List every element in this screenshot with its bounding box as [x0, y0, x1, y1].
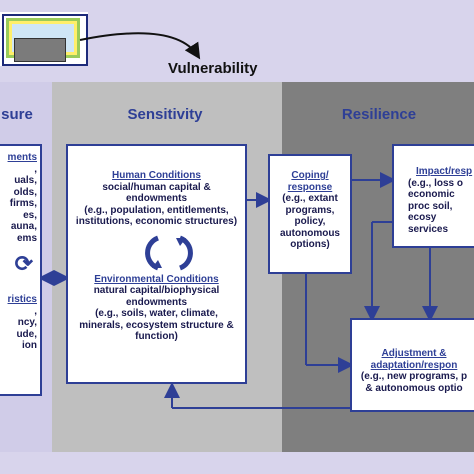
exposure-line-2: ion: [22, 340, 37, 351]
exposure-heading: ments: [7, 152, 37, 163]
cycle-arrows-icon: [74, 228, 239, 274]
exposure-line: ,: [34, 163, 37, 175]
exposure-line: es,: [23, 209, 37, 221]
environmental-conditions-examples: (e.g., soils, water, climate, minerals, …: [79, 308, 234, 342]
adjustment-title: Adjustment & adaptation/respon: [370, 348, 458, 371]
exposure-line-2: ude,: [16, 328, 37, 340]
human-conditions-title: Human Conditions: [112, 170, 201, 181]
exposure-line: olds,: [13, 186, 37, 198]
impact-desc: (e.g., loss o economic proc soil, ecosy …: [408, 177, 464, 235]
impact-response-box: Impact/resp (e.g., loss o economic proc …: [392, 144, 474, 248]
human-conditions-desc: social/human capital & endowments: [102, 181, 211, 205]
coping-response-box: Coping/ response (e.g., extant programs,…: [268, 154, 352, 274]
coping-desc: (e.g., extant programs, policy, autonomo…: [280, 193, 340, 250]
environmental-conditions-desc: natural capital/biophysical endowments: [93, 285, 220, 308]
overview-thumbnail: [0, 12, 88, 66]
exposure-line-2: ncy,: [17, 317, 37, 328]
diagram-title: Vulnerability: [168, 60, 258, 77]
adjustment-adaptation-box: Adjustment & adaptation/respon (e.g., ne…: [350, 318, 474, 412]
resilience-header: Resilience: [341, 106, 417, 123]
impact-title: Impact/resp: [416, 166, 473, 177]
exposure-box: ments , uals, olds, firms, es, auna, ems…: [0, 144, 42, 396]
exposure-line-2: ,: [34, 305, 37, 317]
exposure-line: firms,: [9, 198, 37, 209]
adjustment-desc: (e.g., new programs, p & autonomous opti…: [360, 371, 468, 394]
cycle-icon: ⟳: [14, 251, 33, 276]
exposure-line: uals,: [14, 175, 37, 186]
exposure-heading-2: ristics: [7, 294, 37, 305]
environmental-conditions-title: Environmental Conditions: [94, 273, 219, 285]
exposure-line: ems: [16, 232, 37, 244]
human-conditions-examples: (e.g., population, entitlements, institu…: [75, 204, 238, 228]
bottom-strip: [0, 452, 474, 474]
coping-title: Coping/ response: [287, 170, 333, 193]
exposure-line: auna,: [10, 221, 37, 232]
sensitivity-box: Human Conditions social/human capital & …: [66, 144, 247, 384]
exposure-header: sure: [1, 106, 33, 123]
sensitivity-header: Sensitivity: [127, 106, 203, 123]
